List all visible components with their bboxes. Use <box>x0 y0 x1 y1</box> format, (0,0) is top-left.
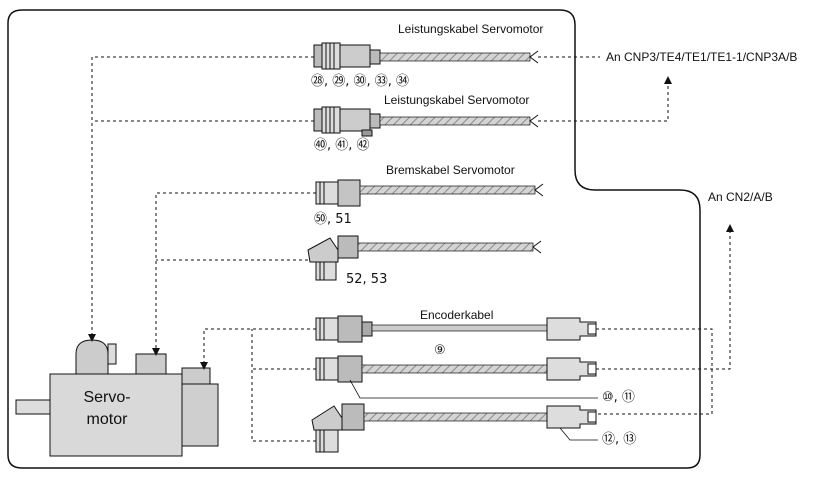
ref-brake-1: ㊿, 51 <box>314 212 352 227</box>
boundary-outline <box>7 9 701 469</box>
power-cable-1-label: Leistungskabel Servomotor <box>398 22 544 36</box>
power-cable-1 <box>313 42 539 70</box>
brake-cable-straight <box>315 179 544 207</box>
power-cable-2 <box>313 106 539 137</box>
encoder-cable-label: Encoderkabel <box>420 308 494 322</box>
brake-cable-angled <box>307 235 542 281</box>
ref-encoder-3: ⑫, ⑬ <box>602 432 637 447</box>
power-cable-2-label: Leistungskabel Servomotor <box>384 93 530 107</box>
target-power-label: An CNP3/TE4/TE1/TE1-1/CNP3A/B <box>606 50 798 64</box>
servomotor-label-line1: Servo- <box>83 389 131 406</box>
target-encoder-label: An CN2/A/B <box>708 190 773 204</box>
encoder-cable-2 <box>315 355 597 383</box>
ref-power-1: ㉘, ㉙, ㉚, ㉝, ㉞ <box>311 74 410 89</box>
leader-lines <box>349 379 598 441</box>
ref-brake-2: 52, 53 <box>346 272 388 287</box>
ref-power-2: ㊵, ㊶, ㊷ <box>314 138 370 153</box>
arrowheads <box>88 76 734 370</box>
encoder-cable-1 <box>315 315 597 343</box>
dashed-wiring <box>91 56 731 442</box>
brake-cable-label: Bremskabel Servomotor <box>386 163 515 177</box>
servomotor <box>15 339 219 457</box>
ref-encoder-2: ⑩, ⑪ <box>602 390 635 405</box>
servomotor-label-line2: motor <box>86 411 128 428</box>
ref-encoder-1: ⑨ <box>434 343 446 358</box>
encoder-cable-3 <box>311 403 597 453</box>
